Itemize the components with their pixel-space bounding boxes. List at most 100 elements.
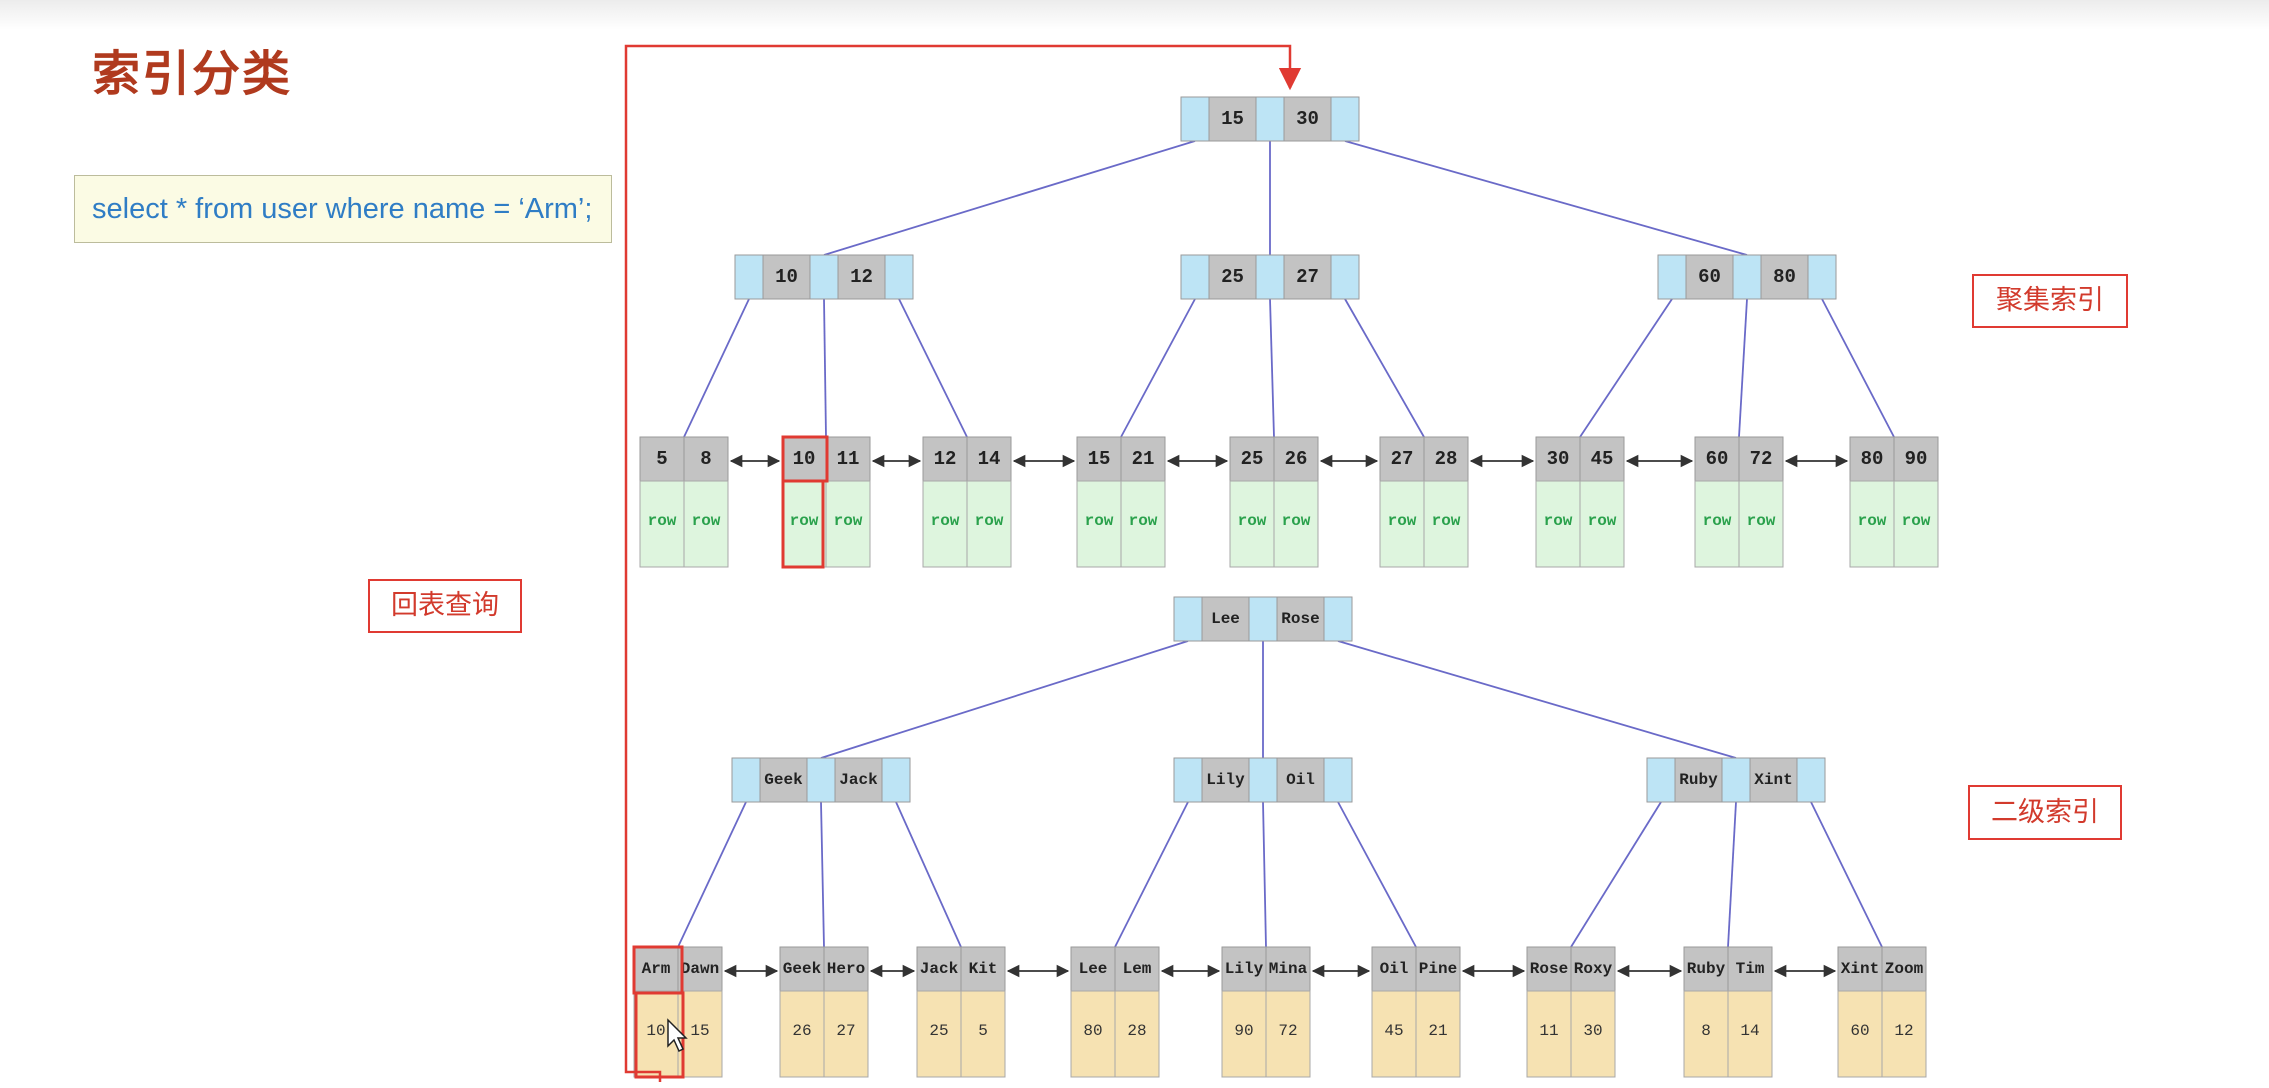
secondary-index-label: 二级索引 bbox=[1968, 785, 2122, 840]
tree-edge bbox=[1120, 298, 1196, 438]
key-cell bbox=[1685, 254, 1734, 300]
leaf-value-label: 14 bbox=[1740, 1022, 1759, 1040]
leaf-key-cell bbox=[825, 436, 871, 482]
leaf-value-label: 27 bbox=[836, 1022, 855, 1040]
key-cell bbox=[1201, 757, 1250, 803]
tree-edge bbox=[820, 801, 825, 948]
leaf-links bbox=[723, 454, 1849, 978]
leaf-key-label: Oil bbox=[1380, 960, 1409, 978]
leaf-key-cell bbox=[1893, 436, 1939, 482]
key-label: Rose bbox=[1281, 610, 1319, 628]
leaf-value-label: row bbox=[1129, 512, 1158, 530]
leaf-key-label: 30 bbox=[1547, 448, 1570, 470]
leaf-value-cell bbox=[1070, 990, 1116, 1078]
leaf-key-label: 90 bbox=[1905, 448, 1928, 470]
leaf-value-label: row bbox=[692, 512, 721, 530]
leaf-value-cell bbox=[1837, 990, 1883, 1078]
tree-edge bbox=[1114, 801, 1189, 948]
tree-edge bbox=[1344, 140, 1748, 256]
pointer-cell bbox=[1180, 254, 1210, 300]
leaf-value-label: 45 bbox=[1384, 1022, 1403, 1040]
leaf-key-cell bbox=[1579, 436, 1625, 482]
pointer-cell bbox=[1323, 596, 1353, 642]
tree-edge bbox=[1269, 298, 1275, 438]
key-label: 15 bbox=[1221, 108, 1244, 130]
pointer-cell bbox=[1807, 254, 1837, 300]
page-title: 索引分类 bbox=[92, 46, 293, 102]
tree-edge bbox=[683, 298, 750, 438]
leaf-key-label: 10 bbox=[793, 448, 816, 470]
pointer-cell bbox=[806, 757, 836, 803]
highlight-boxes bbox=[632, 435, 829, 1079]
leaf-value-label: row bbox=[1902, 512, 1931, 530]
key-cell bbox=[837, 254, 886, 300]
key-label: Jack bbox=[839, 771, 878, 789]
pointer-cell bbox=[1255, 96, 1285, 142]
leaf-value-cell bbox=[1526, 990, 1572, 1078]
tree-edge bbox=[1337, 640, 1737, 759]
leaf-value-label: 28 bbox=[1127, 1022, 1146, 1040]
leaf-value-label: 12 bbox=[1894, 1022, 1913, 1040]
leaf-key-cell bbox=[1727, 946, 1773, 992]
leaf-key-label: 25 bbox=[1241, 448, 1264, 470]
leaf-key-label: Kit bbox=[969, 960, 998, 978]
leaf-key-label: Pine bbox=[1419, 960, 1457, 978]
pointer-cell bbox=[884, 254, 914, 300]
key-cell bbox=[762, 254, 811, 300]
leaf-key-label: Ruby bbox=[1687, 960, 1726, 978]
leaf-key-label: Geek bbox=[783, 960, 822, 978]
key-label: 10 bbox=[775, 266, 798, 288]
leaf-key-cell bbox=[1120, 436, 1166, 482]
leaf-key-label: 5 bbox=[656, 448, 667, 470]
highlight-row-10 bbox=[781, 479, 825, 569]
key-cell bbox=[759, 757, 808, 803]
leaf-value-label: row bbox=[1238, 512, 1267, 530]
leaf-value-cell bbox=[916, 990, 962, 1078]
leaf-key-cell bbox=[1570, 946, 1616, 992]
leaf-key-label: 72 bbox=[1750, 448, 1773, 470]
pointer-cell bbox=[1173, 757, 1203, 803]
pointer-cell bbox=[1180, 96, 1210, 142]
leaf-key-label: Hero bbox=[827, 960, 865, 978]
leaf-value-label: 80 bbox=[1083, 1022, 1102, 1040]
leaf-key-label: 60 bbox=[1706, 448, 1729, 470]
leaf-value-label: 21 bbox=[1428, 1022, 1447, 1040]
pointer-cell bbox=[809, 254, 839, 300]
leaf-key-label: Lily bbox=[1225, 960, 1264, 978]
leaf-key-label: 8 bbox=[700, 448, 711, 470]
key-label: 27 bbox=[1296, 266, 1319, 288]
leaf-value-cell bbox=[1423, 480, 1469, 568]
pointer-cell bbox=[1732, 254, 1762, 300]
leaf-value-label: row bbox=[1282, 512, 1311, 530]
key-label: Lee bbox=[1211, 610, 1240, 628]
leaf-value-label: 25 bbox=[929, 1022, 948, 1040]
leaf-key-cell bbox=[677, 946, 723, 992]
leaf-key-label: 27 bbox=[1391, 448, 1414, 470]
leaf-key-label: Dawn bbox=[681, 960, 719, 978]
leaf-key-label: 45 bbox=[1591, 448, 1614, 470]
leaf-key-cell bbox=[1265, 946, 1311, 992]
leaf-value-label: 15 bbox=[690, 1022, 709, 1040]
secondary-leaf-node: Oil 45 Pine 21 bbox=[1371, 946, 1461, 1078]
leaf-key-label: Lee bbox=[1079, 960, 1108, 978]
leaf-value-cell bbox=[922, 480, 968, 568]
tree-edge bbox=[1579, 298, 1673, 438]
leaf-value-label: row bbox=[1747, 512, 1776, 530]
key-label: 30 bbox=[1296, 108, 1319, 130]
leaf-value-cell bbox=[825, 480, 871, 568]
pointer-cell bbox=[1248, 596, 1278, 642]
pointer-cell bbox=[731, 757, 761, 803]
leaf-key-cell bbox=[1849, 436, 1895, 482]
leaf-key-label: 28 bbox=[1435, 448, 1458, 470]
